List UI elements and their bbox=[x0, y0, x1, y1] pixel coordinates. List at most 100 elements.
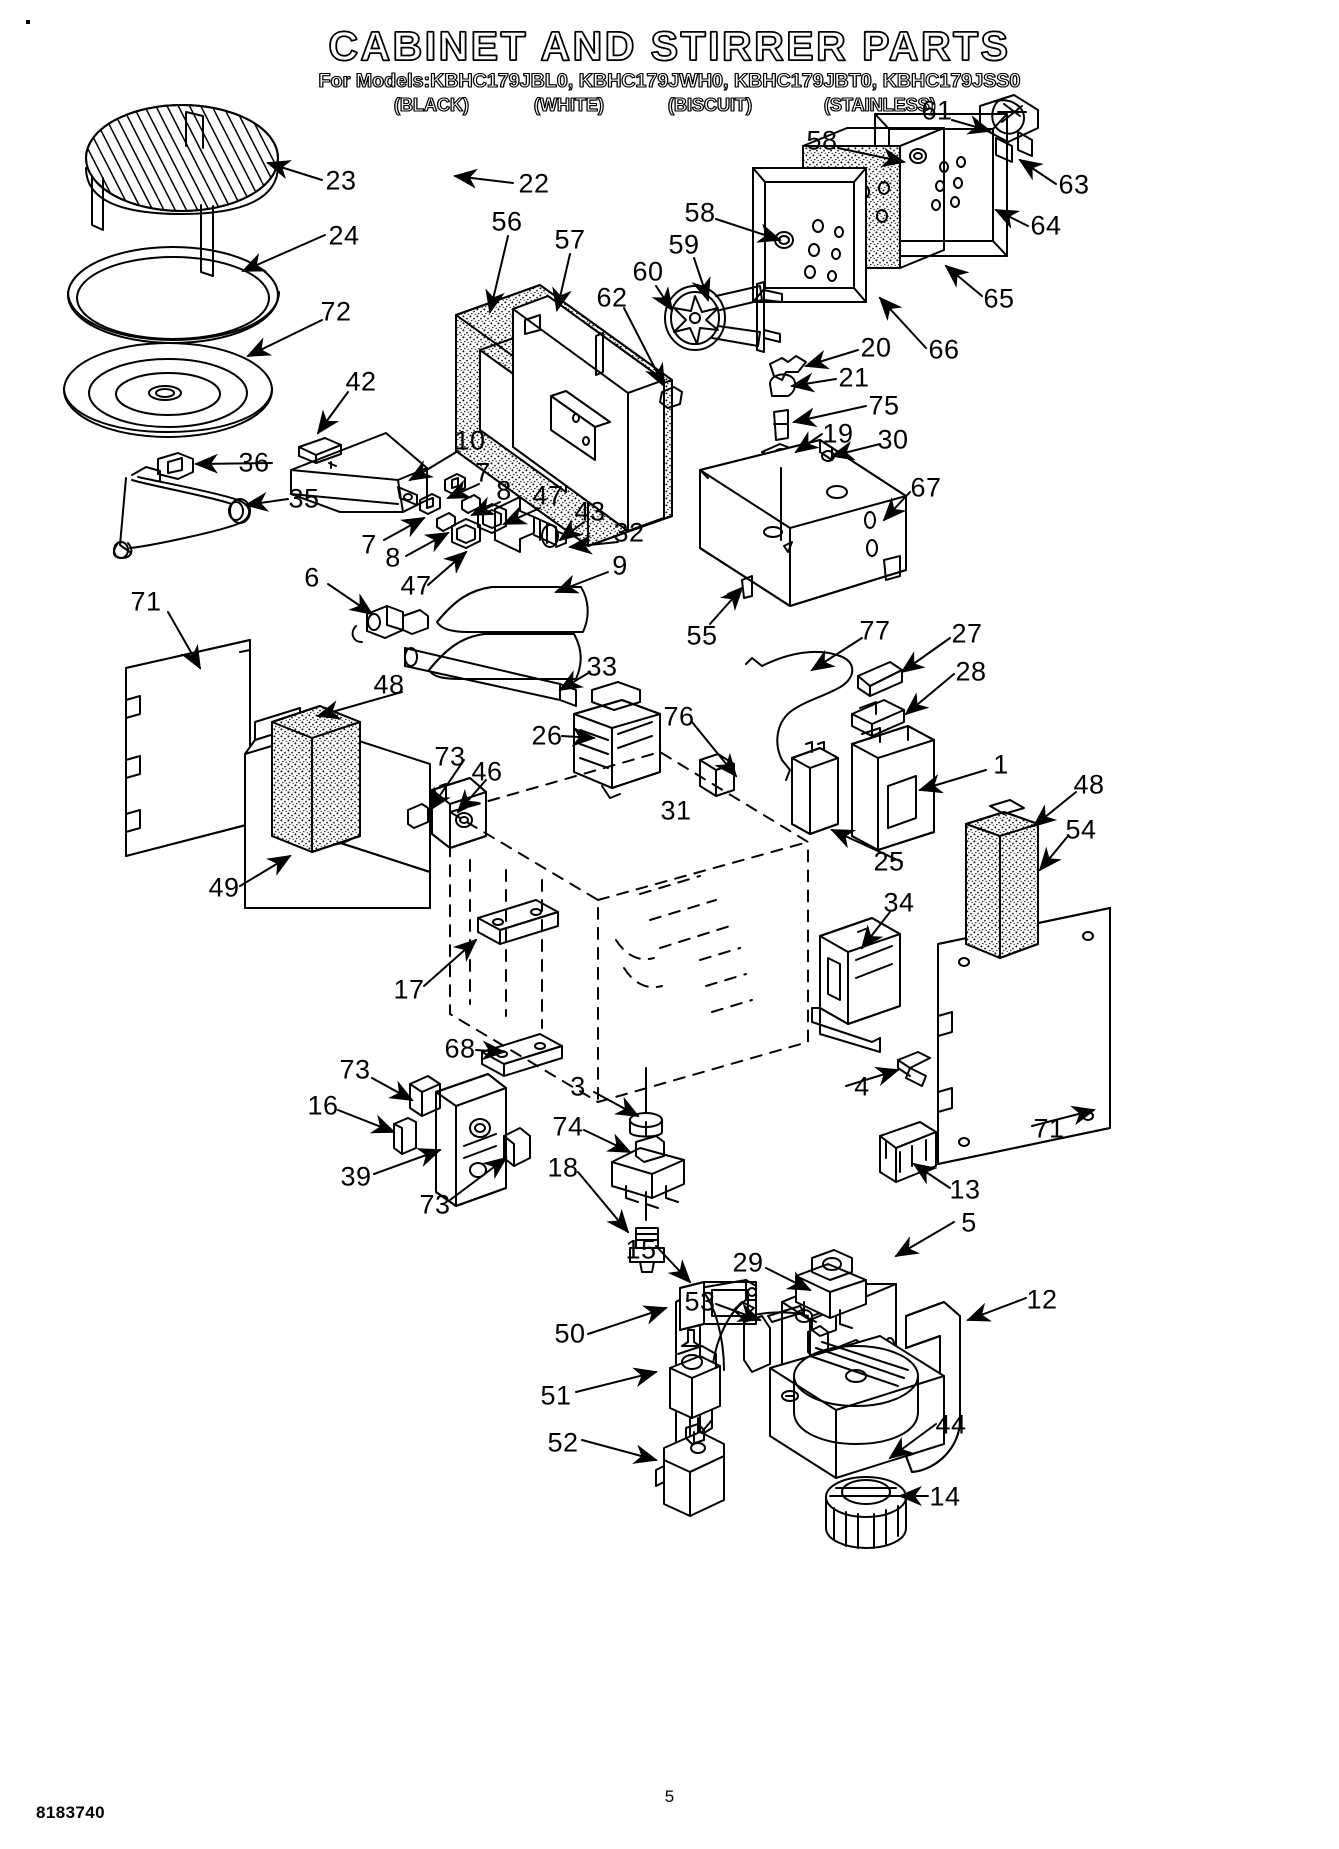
page-number: 5 bbox=[664, 1787, 675, 1806]
callout-number: 76 bbox=[663, 701, 695, 732]
finish-label: (BISCUIT) bbox=[667, 94, 752, 115]
callout-number: 7 bbox=[475, 457, 491, 488]
callout-number: 32 bbox=[613, 517, 645, 548]
callout-number: 29 bbox=[732, 1247, 764, 1278]
part-fan-blade-14 bbox=[825, 1476, 907, 1549]
part-stirrer-fan-59 bbox=[664, 281, 783, 353]
callout-number: 13 bbox=[949, 1174, 981, 1205]
part-lamp-socket-51 bbox=[669, 1345, 721, 1435]
part-stirrer-arm-35 bbox=[112, 466, 251, 559]
callout-number: 58 bbox=[806, 125, 838, 156]
callout-number: 46 bbox=[471, 756, 503, 787]
callout-number: 39 bbox=[340, 1161, 372, 1192]
callout-number: 43 bbox=[574, 496, 606, 527]
callout-number: 7 bbox=[361, 529, 377, 560]
callout-number: 72 bbox=[320, 296, 352, 327]
part-motor-74 bbox=[611, 1121, 685, 1221]
part-door-panel-57 bbox=[512, 295, 665, 532]
callout-number: 21 bbox=[838, 362, 870, 393]
callout-number: 8 bbox=[496, 475, 512, 506]
callout-number: 30 bbox=[877, 424, 909, 455]
callout-number: 71 bbox=[130, 586, 162, 617]
part-magnetron-bracket-1 bbox=[851, 725, 935, 851]
part-switch-73a bbox=[409, 1075, 441, 1117]
part-chassis-30 bbox=[699, 439, 907, 607]
callout-number: 51 bbox=[540, 1380, 572, 1411]
callout-number: 12 bbox=[1026, 1284, 1058, 1315]
callout-number: 53 bbox=[684, 1286, 716, 1317]
part-lamp-bracket-50 bbox=[679, 1281, 757, 1347]
callout-number: 62 bbox=[596, 282, 628, 313]
callout-number: 14 bbox=[929, 1481, 961, 1512]
part-hardware-21 bbox=[769, 373, 796, 397]
model-numbers-line: For Models:KBHC179JBL0, KBHC179JWH0, KBH… bbox=[318, 69, 1021, 92]
callout-number: 3 bbox=[570, 1071, 586, 1102]
part-hardware-75 bbox=[773, 409, 789, 441]
callout-number: 35 bbox=[288, 483, 320, 514]
callout-number: 27 bbox=[951, 618, 983, 649]
callout-number: 71 bbox=[1033, 1113, 1065, 1144]
callout-number: 47 bbox=[532, 480, 564, 511]
part-switch-52 bbox=[655, 1423, 725, 1517]
callout-number: 20 bbox=[860, 332, 892, 363]
callout-number: 73 bbox=[339, 1054, 371, 1085]
callout-number: 25 bbox=[873, 846, 905, 877]
leader-lines bbox=[167, 115, 1096, 1506]
part-bracket-31 bbox=[699, 753, 735, 797]
part-latch-46 bbox=[407, 777, 487, 849]
part-screw-4 bbox=[897, 1051, 931, 1087]
part-terminal-27 bbox=[857, 661, 903, 697]
callout-number: 4 bbox=[854, 1071, 870, 1102]
callout-number: 48 bbox=[373, 669, 405, 700]
callout-number: 19 bbox=[822, 418, 854, 449]
diagram-header: CABINET AND STIRRER PARTS For Models:KBH… bbox=[0, 23, 1339, 117]
part-fasteners-7-8 bbox=[419, 473, 481, 532]
callout-number: 75 bbox=[868, 390, 900, 421]
part-shaft-33 bbox=[404, 647, 577, 707]
part-capacitor-25 bbox=[791, 741, 839, 835]
part-insulation-48-right bbox=[965, 799, 1039, 959]
part-switch-16 bbox=[393, 1117, 417, 1155]
finish-label: (STAINLESS) bbox=[823, 94, 936, 115]
part-connector-6 bbox=[351, 605, 429, 643]
callout-number: 59 bbox=[668, 229, 700, 260]
callout-number: 64 bbox=[1030, 210, 1062, 241]
part-cavity-17 bbox=[449, 751, 809, 1103]
callout-number: 60 bbox=[632, 256, 664, 287]
callout-number: 10 bbox=[454, 425, 486, 456]
page-title: CABINET AND STIRRER PARTS bbox=[328, 23, 1011, 69]
part-ring-24 bbox=[67, 246, 280, 344]
finish-label: (BLACK) bbox=[393, 94, 469, 115]
callout-number: 48 bbox=[1073, 769, 1105, 800]
page-footer: 8183740 5 bbox=[0, 1787, 1339, 1849]
callout-number: 56 bbox=[491, 206, 523, 237]
callout-number: 44 bbox=[935, 1409, 967, 1440]
callout-number: 1 bbox=[993, 749, 1009, 780]
callout-number: 23 bbox=[325, 165, 357, 196]
callout-number: 49 bbox=[208, 872, 240, 903]
publication-number: 8183740 bbox=[36, 1803, 105, 1822]
callout-number: 28 bbox=[955, 656, 987, 687]
callout-number: 8 bbox=[385, 542, 401, 573]
part-latch-assembly-39 bbox=[435, 1073, 507, 1207]
callout-number: 24 bbox=[328, 220, 360, 251]
part-side-panel-71-left bbox=[125, 639, 251, 857]
callout-number: 54 bbox=[1065, 814, 1097, 845]
part-clip-62 bbox=[659, 386, 683, 409]
callout-number: 73 bbox=[434, 741, 466, 772]
part-switch-73b bbox=[503, 1127, 531, 1167]
callout-number: 36 bbox=[238, 447, 270, 478]
callout-number: 31 bbox=[660, 795, 692, 826]
part-clip-36 bbox=[157, 452, 194, 480]
callout-number: 5 bbox=[961, 1207, 977, 1238]
callout-number: 65 bbox=[983, 283, 1015, 314]
callout-number: 57 bbox=[554, 224, 586, 255]
finish-label: (WHITE) bbox=[533, 94, 604, 115]
part-control-bezel-66 bbox=[752, 167, 867, 303]
part-light-housing-10 bbox=[290, 432, 428, 513]
part-relay-26 bbox=[573, 681, 661, 799]
callout-number: 16 bbox=[307, 1090, 339, 1121]
callout-number: 66 bbox=[928, 334, 960, 365]
callout-number: 9 bbox=[612, 550, 628, 581]
